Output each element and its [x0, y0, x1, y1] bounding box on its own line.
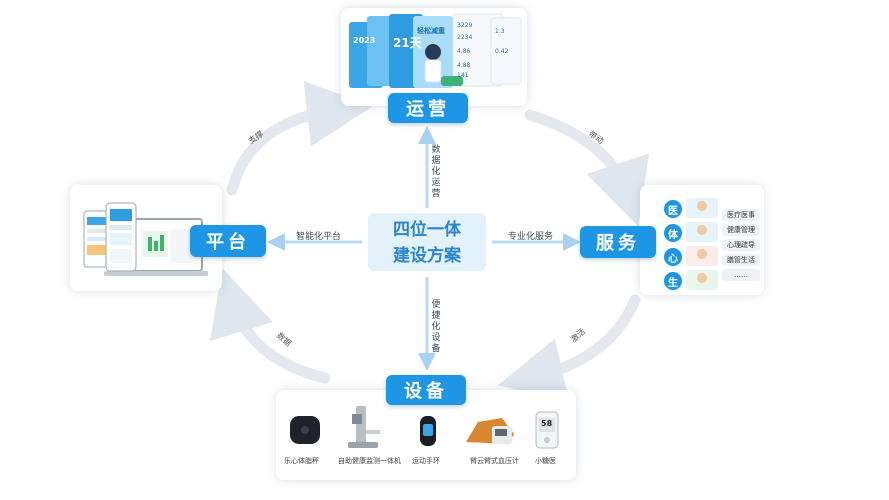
node-device: 设备 [386, 375, 466, 405]
connector-label-left: 智能化平台 [296, 232, 342, 242]
device-label-band: 运动手环 [412, 457, 440, 465]
device-label-glucose-meter: 小糖医 [535, 457, 556, 465]
node-platform: 平台 [190, 225, 266, 257]
band-icon [420, 416, 436, 446]
service-tag-health: 健康管理 [722, 224, 760, 236]
arc-top-left [226, 80, 373, 196]
node-service: 服务 [580, 226, 656, 258]
service-circle-life: 生 [664, 272, 682, 290]
glucose-meter-icon [535, 411, 559, 449]
center-title-box: 四位一体 建设方案 [368, 213, 486, 271]
operations-card: 2023 21天 轻松减重 3229 2234 4.86 0.42 4.88 1… [341, 8, 527, 106]
stat-6: 141 [457, 72, 469, 79]
stat-3: 4.86 [457, 48, 471, 55]
stat-4: 0.42 [495, 48, 509, 55]
poster-text-3: 轻松减重 [417, 27, 445, 35]
arc-bottom-right [497, 294, 641, 403]
connector-label-bottom: 便捷化设备 [431, 300, 441, 354]
connector-label-top: 数据化运营 [431, 145, 441, 199]
stat-5: 4.88 [457, 62, 471, 69]
poster-text-1: 2023 [353, 36, 376, 45]
arc-bottom-left [209, 268, 331, 384]
node-operations: 运营 [388, 93, 468, 123]
glucose-reading: 58 [541, 419, 553, 428]
service-figures-illustration [686, 198, 718, 290]
center-title-line1: 四位一体 [393, 220, 461, 240]
service-tag-life: 膳管生活 [722, 254, 760, 266]
service-tag-medical: 医疗医事 [722, 209, 760, 221]
service-circle-mind: 心 [664, 248, 682, 266]
service-circle-body: 体 [664, 224, 682, 242]
device-label-bp-monitor: 臂云臂式血压计 [470, 457, 519, 465]
service-tag-more: …… [722, 269, 760, 281]
service-tag-mental: 心理疏导 [722, 239, 760, 251]
service-circle-medical: 医 [664, 200, 682, 218]
stat-1: 3229 [457, 22, 473, 29]
center-title-line2: 建设方案 [393, 246, 461, 266]
operations-screens-illustration [349, 13, 522, 88]
scale-icon [290, 416, 320, 444]
device-label-scale: 乐心体脂秤 [284, 457, 319, 465]
kiosk-icon [348, 406, 380, 448]
stat-2: 2234 [457, 34, 473, 41]
arc-top-right [524, 109, 650, 227]
bp-monitor-icon [466, 418, 514, 444]
poster-text-2: 21天 [393, 36, 422, 50]
device-label-kiosk: 自助健康监测一体机 [338, 457, 401, 465]
connector-label-right: 专业化服务 [508, 232, 554, 242]
stat-7: 1.3 [495, 28, 505, 35]
platform-devices-illustration [83, 202, 208, 276]
